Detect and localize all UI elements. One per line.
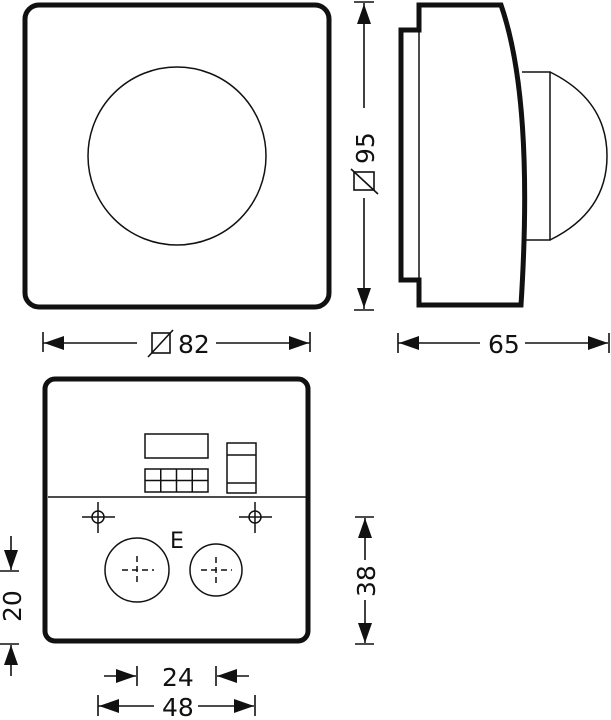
front-width-dimension: 82 xyxy=(42,329,311,359)
front-plate-outline xyxy=(22,2,332,310)
hole-spacing-dimension: 24 xyxy=(104,663,249,692)
mount-width-label: 48 xyxy=(162,693,194,720)
rear-view: E xyxy=(42,376,311,644)
offset-dimension: 20 xyxy=(0,536,27,676)
terminal-block xyxy=(144,468,209,493)
side-height-dimension: 95 xyxy=(350,1,380,311)
side-depth-label: 65 xyxy=(488,330,520,359)
mount-height-dimension: 38 xyxy=(352,516,381,645)
display-window xyxy=(144,433,209,459)
square-icon xyxy=(147,329,174,358)
lens-base xyxy=(522,71,551,241)
mount-crosshair-right xyxy=(239,502,272,533)
hole-spacing-label: 24 xyxy=(162,663,194,692)
marker-letter: E xyxy=(170,529,184,554)
sensor-lens-circle xyxy=(87,66,267,246)
side-body-outline xyxy=(398,2,528,308)
side-depth-dimension: 65 xyxy=(397,330,610,359)
side-height-label: 95 xyxy=(351,132,380,164)
cable-entry-small xyxy=(189,543,243,597)
mount-height-label: 38 xyxy=(352,565,381,597)
side-view xyxy=(398,2,608,308)
mount-width-dimension: 48 xyxy=(97,693,256,720)
lens-dome xyxy=(549,71,608,241)
offset-label: 20 xyxy=(0,590,27,622)
rear-plate-outline xyxy=(42,376,311,644)
front-view xyxy=(22,2,332,310)
square-icon xyxy=(350,168,379,195)
switch-block xyxy=(226,442,257,494)
cable-entry-large xyxy=(104,537,170,603)
front-width-label: 82 xyxy=(178,330,210,359)
mount-crosshair-left xyxy=(82,502,115,533)
